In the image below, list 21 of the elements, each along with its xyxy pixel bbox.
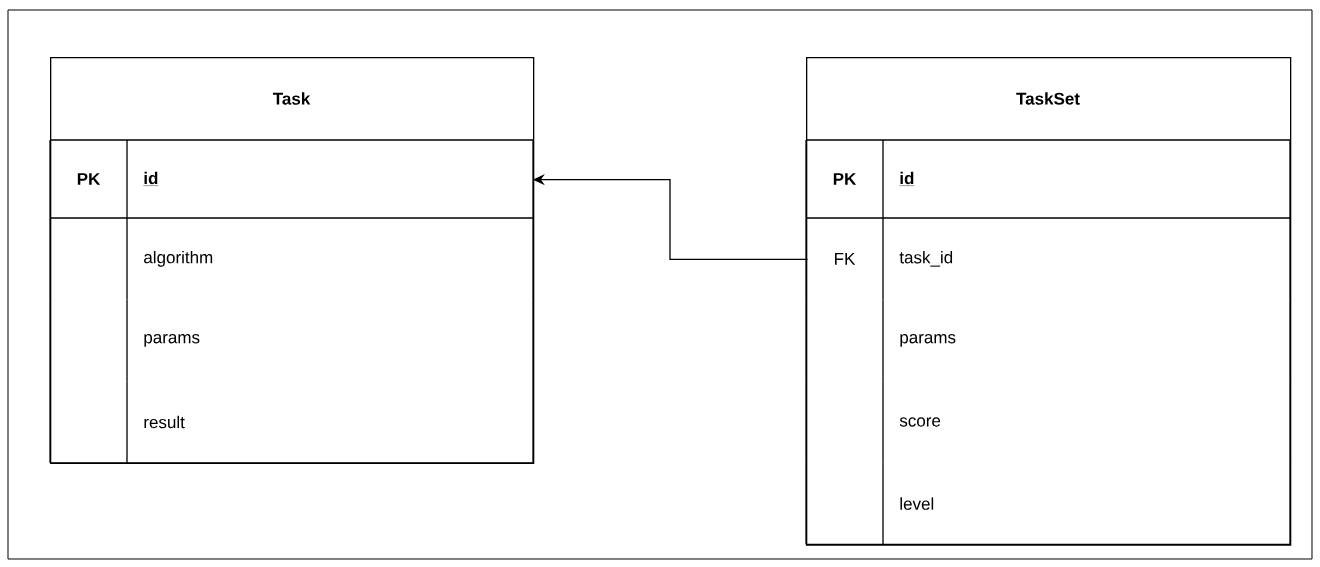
field-name: level [900, 497, 934, 510]
field-name: result [144, 415, 185, 429]
key-label: FK [835, 252, 856, 265]
table-row [805, 139, 1291, 219]
key-label: PK [833, 173, 857, 185]
field-name: params [900, 334, 956, 347]
field-name: id [143, 171, 159, 186]
field-name: id [899, 171, 915, 186]
key-label: PK [77, 173, 101, 185]
field-name: params [144, 334, 200, 347]
table-row [49, 139, 534, 219]
table-row [49, 298, 534, 382]
table-row [49, 217, 534, 301]
field-name: score [899, 417, 941, 427]
field-name: algorithm [144, 250, 213, 267]
table-row [805, 462, 1291, 546]
table-row [805, 380, 1291, 464]
table-row [49, 380, 534, 464]
table-row [805, 298, 1291, 382]
table-row [805, 217, 1291, 301]
field-name: task_id [899, 250, 953, 267]
